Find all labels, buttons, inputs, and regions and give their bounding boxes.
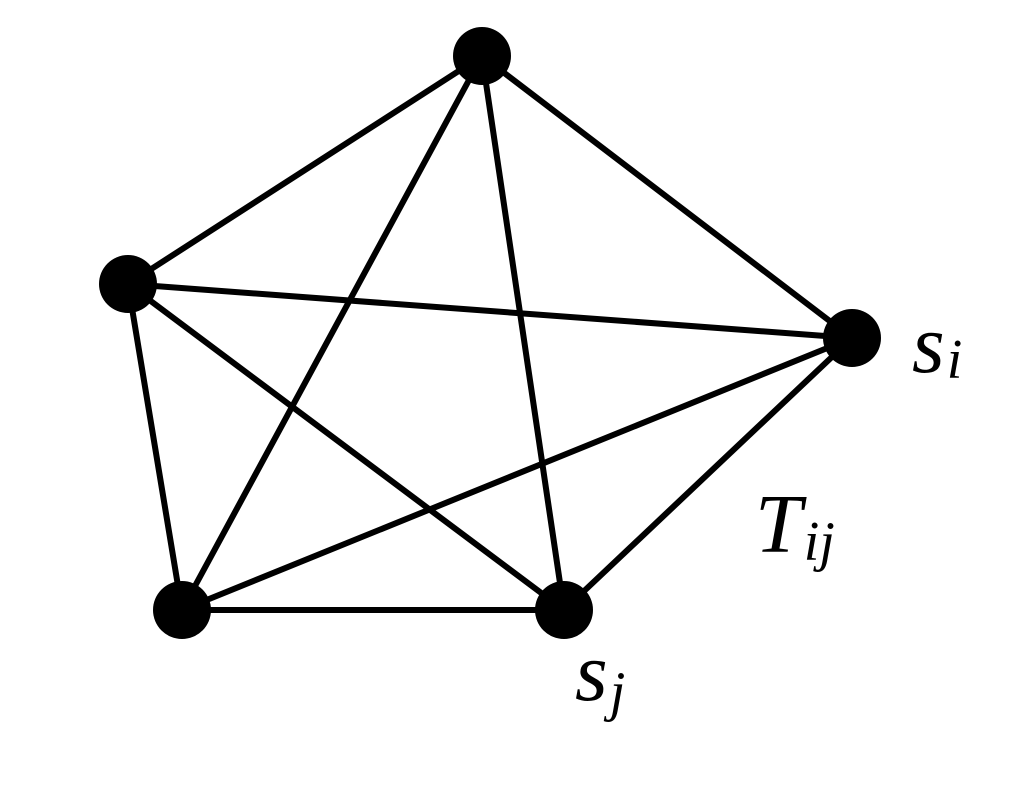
edge-n2-n4 bbox=[125, 281, 567, 613]
node-n4 bbox=[535, 581, 593, 639]
node-n1 bbox=[453, 27, 511, 85]
label-s-i-base: s bbox=[912, 298, 945, 391]
node-group bbox=[99, 27, 881, 639]
label-s-j-sub: j bbox=[604, 661, 626, 723]
edge-n2-n5 bbox=[125, 281, 185, 613]
label-s-i-sub: i bbox=[947, 329, 963, 391]
label-s-i: si bbox=[912, 298, 962, 391]
edge-n1-n3 bbox=[479, 53, 855, 341]
edge-n3-n5 bbox=[179, 335, 855, 613]
node-n5 bbox=[153, 581, 211, 639]
label-t-ij: Tij bbox=[755, 478, 835, 573]
edge-group bbox=[125, 53, 855, 613]
edge-n2-n3 bbox=[125, 281, 855, 341]
edge-n1-n4 bbox=[479, 53, 567, 613]
label-s-j-base: s bbox=[575, 626, 608, 719]
edge-n1-n5 bbox=[179, 53, 485, 613]
edge-n1-n2 bbox=[125, 53, 485, 287]
edge-n3-n4 bbox=[561, 335, 855, 613]
node-n3 bbox=[823, 309, 881, 367]
label-t-ij-base: T bbox=[755, 478, 807, 571]
node-n2 bbox=[99, 255, 157, 313]
label-t-ij-sub: ij bbox=[804, 511, 835, 573]
label-s-j: sj bbox=[575, 626, 625, 723]
